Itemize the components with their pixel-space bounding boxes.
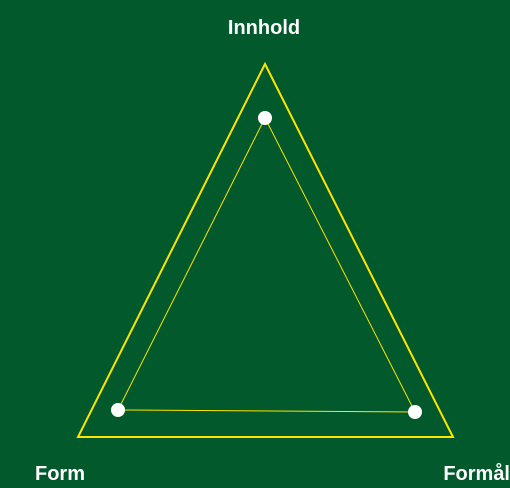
- vertex-label-form: Form: [35, 463, 85, 485]
- outer-triangle: [76, 61, 455, 438]
- node-right: [408, 405, 422, 419]
- node-left: [111, 403, 125, 417]
- inner-triangle: [117, 116, 416, 413]
- vertex-label-innhold: Innhold: [227, 17, 301, 39]
- vertex-label-formal: Formål: [443, 463, 510, 485]
- node-top: [258, 111, 272, 125]
